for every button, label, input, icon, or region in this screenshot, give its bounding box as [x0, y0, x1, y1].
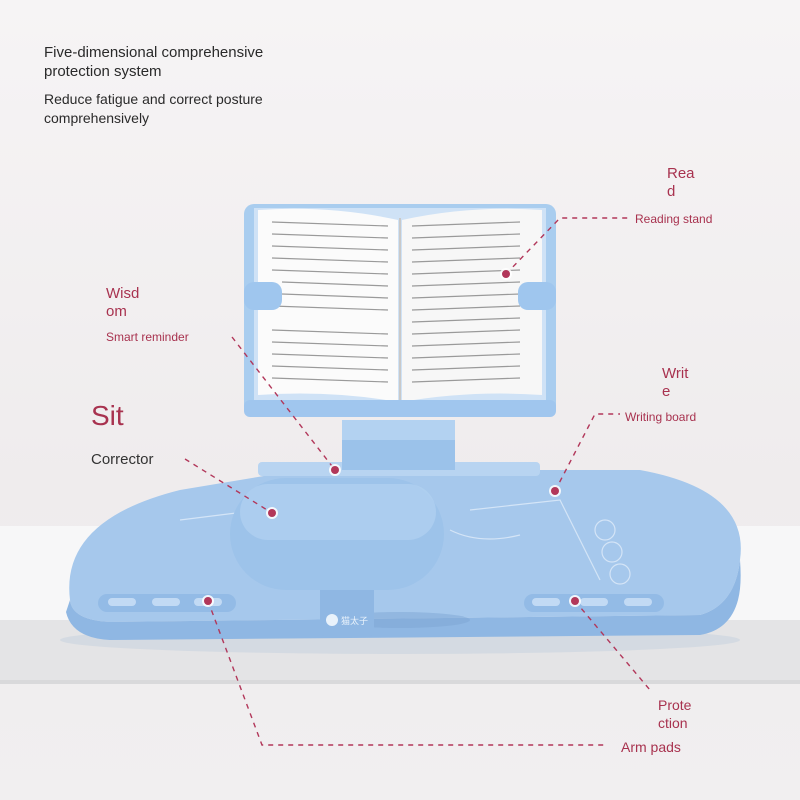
writing-board-marker	[551, 487, 559, 495]
headline: Five-dimensional comprehensive protectio…	[44, 44, 264, 80]
subheadline: Reduce fatigue and correct posture compr…	[44, 91, 263, 126]
wisdom-title: Wisd om	[106, 285, 140, 320]
smart-reminder-caption: Smart reminder	[106, 330, 189, 344]
sit-title: Sit	[91, 400, 124, 431]
arm-pads-caption: Arm pads	[621, 739, 681, 755]
brand-logo-text: 猫太子	[341, 615, 368, 627]
corrector-caption: Corrector	[91, 451, 154, 468]
write-title: Writ e	[662, 365, 689, 400]
reading-stand-caption: Reading stand	[635, 212, 713, 226]
left-arm-pad-marker	[204, 597, 212, 605]
right-arm-pad-marker	[571, 597, 579, 605]
right-arm-pad	[524, 594, 664, 612]
smart-reminder-marker	[331, 466, 339, 474]
protection-title: Prote ction	[658, 697, 692, 731]
corrector-marker	[268, 509, 276, 517]
writing-board-caption: Writing board	[625, 410, 697, 424]
reading-stand-marker	[502, 270, 510, 278]
read-title: Rea d	[667, 165, 695, 200]
